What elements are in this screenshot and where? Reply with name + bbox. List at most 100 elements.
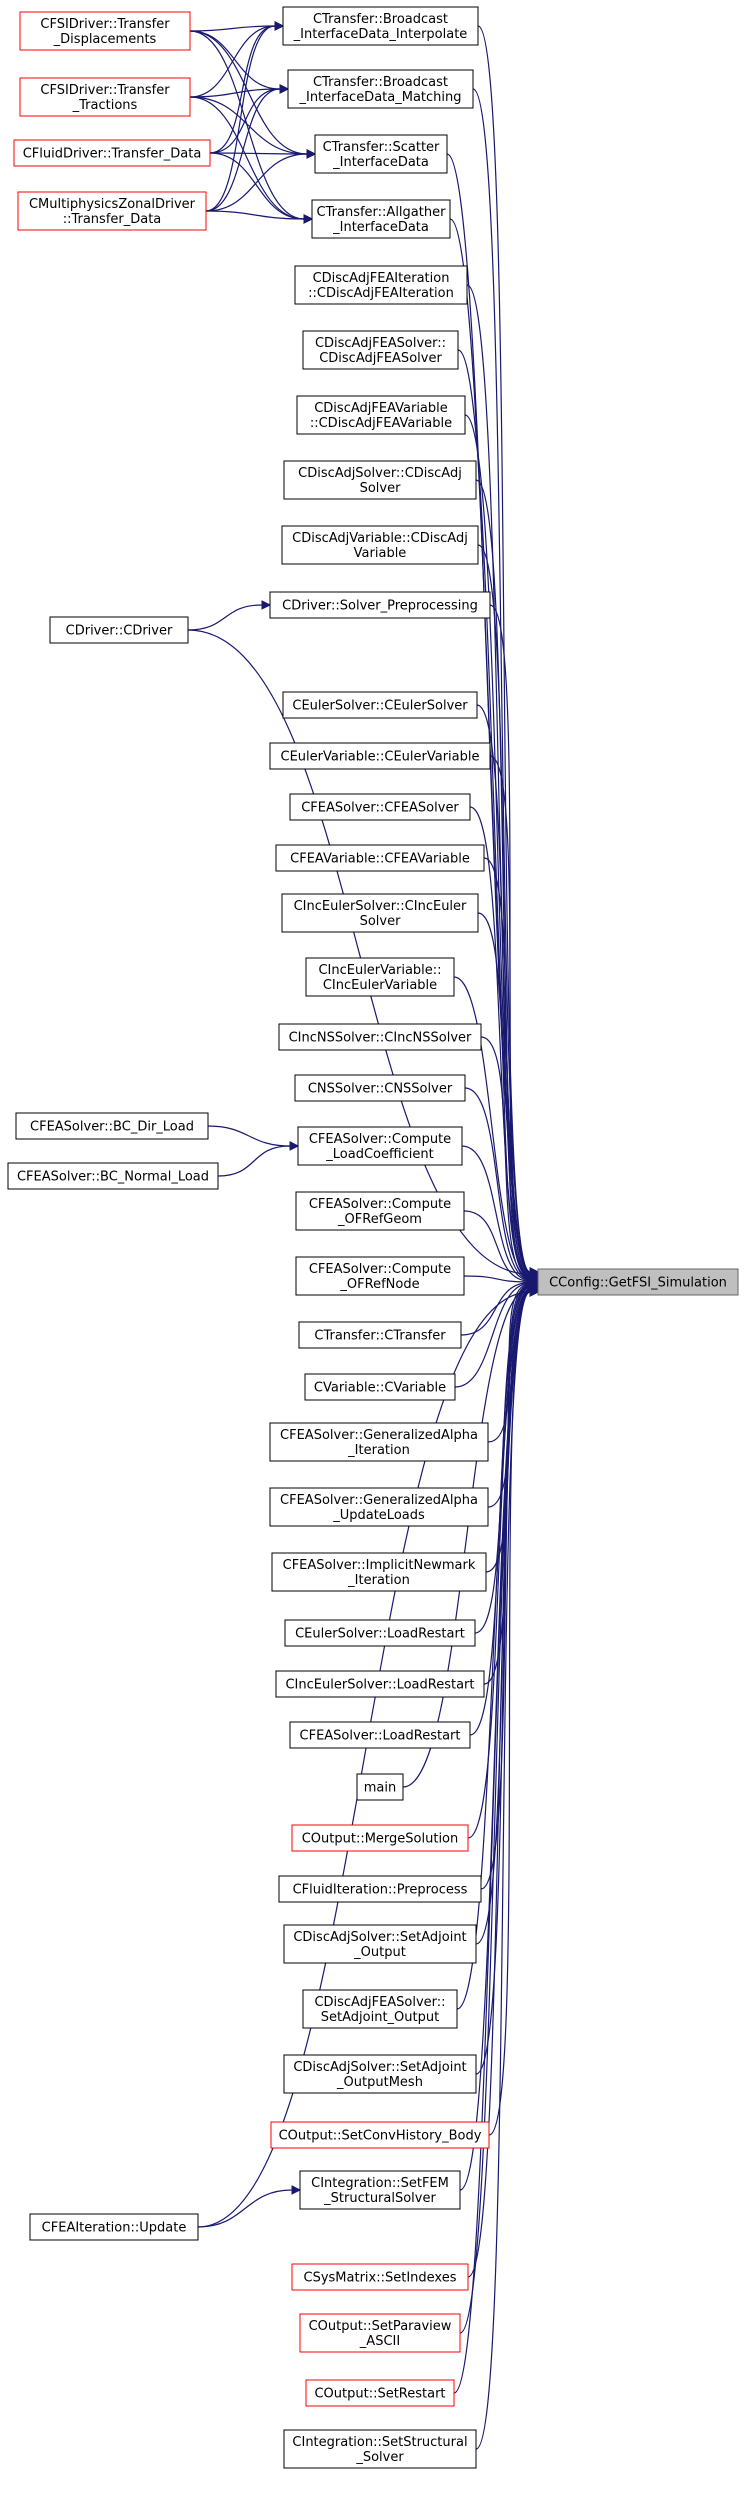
node-label: CFEASolver::Compute [309, 1197, 451, 1212]
edge-arrowhead [291, 2185, 302, 2195]
node-box [19, 77, 191, 117]
node-allgather[interactable]: CTransfer::Allgather_InterfaceData [311, 199, 451, 239]
node-box [269, 1422, 489, 1462]
node-ctransfer[interactable]: CTransfer::CTransfer [298, 1321, 462, 1349]
node-box [297, 1126, 463, 1166]
node-fsi_disp[interactable]: CFSIDriver::Transfer_Displacements [19, 11, 191, 51]
edge-line [480, 1036, 531, 1280]
target-node[interactable]: CConfig::GetFSI_Simulation [537, 1268, 739, 1296]
node-discadjfeasolver[interactable]: CDiscAdjFEASolver::CDiscAdjFEASolver [302, 330, 459, 370]
node-box [302, 1989, 458, 2029]
node-feaitupdate[interactable]: CFEAIteration::Update [29, 2213, 199, 2241]
node-label: CEulerSolver::LoadRestart [295, 1627, 465, 1642]
edge-fsi_trac-to-bcast_match [189, 84, 290, 98]
edge-line [464, 1087, 531, 1281]
node-setrestart[interactable]: COutput::SetRestart [305, 2379, 455, 2407]
node-discadjfeavar[interactable]: CDiscAdjFEAVariable::CDiscAdjFEAVariable [296, 395, 466, 435]
node-fluid_td[interactable]: CFluidDriver::Transfer_Data [13, 139, 211, 167]
node-layer: CConfig::GetFSI_Simulation CTransfer::Bro… [7, 6, 739, 2469]
node-bcdir[interactable]: CFEASolver::BC_Dir_Load [15, 1112, 209, 1140]
edge-line [189, 25, 276, 32]
node-label: CEulerSolver::CEulerSolver [292, 699, 468, 714]
edge-line [463, 1275, 531, 1283]
node-label: CFEASolver::BC_Dir_Load [30, 1120, 194, 1135]
node-feasetadj[interactable]: CDiscAdjFEASolver::SetAdjoint_Output [302, 1989, 458, 2029]
edge-line [187, 604, 263, 631]
node-inceulersolver[interactable]: CIncEulerSolver::CIncEulerSolver [281, 893, 479, 933]
edge-arrowhead [306, 149, 317, 159]
node-fluidpre[interactable]: CFluidIteration::Preprocess [278, 1875, 482, 1903]
node-label: _Solver [355, 2450, 404, 2465]
edge-bcnormal-to-loadcoef [217, 1141, 300, 1177]
node-setadjmesh[interactable]: CDiscAdjSolver::SetAdjoint_OutputMesh [283, 2054, 477, 2094]
node-setindexes[interactable]: CSysMatrix::SetIndexes [291, 2263, 469, 2291]
node-box [275, 844, 485, 872]
node-main[interactable]: main [356, 1773, 404, 1801]
node-discadjfeait[interactable]: CDiscAdjFEAIteration::CDiscAdjFEAIterati… [294, 265, 468, 305]
node-discadjsolver[interactable]: CDiscAdjSolver::CDiscAdjSolver [283, 460, 477, 500]
node-refgeom[interactable]: CFEASolver::Compute_OFRefGeom [295, 1191, 465, 1231]
node-solverpre[interactable]: CDriver::Solver_Preprocessing [269, 591, 491, 619]
node-bcast_interp[interactable]: CTransfer::Broadcast_InterfaceData_Inter… [282, 6, 479, 46]
edge-line [453, 1291, 531, 2394]
edge-arrowhead [303, 214, 314, 224]
node-box [275, 1670, 485, 1698]
node-box [17, 191, 207, 231]
node-cvariable[interactable]: CVariable::CVariable [304, 1373, 456, 1401]
node-ns[interactable]: CNSSolver::CNSSolver [294, 1074, 466, 1102]
node-loadcoef[interactable]: CFEASolver::Compute_LoadCoefficient [297, 1126, 463, 1166]
edge-line [467, 1288, 531, 1839]
node-multiphys[interactable]: CMultiphysicsZonalDriver::Transfer_Data [17, 191, 207, 231]
node-genalpha_up[interactable]: CFEASolver::GeneralizedAlpha_UpdateLoads [269, 1487, 489, 1527]
node-label: CFluidDriver::Transfer_Data [23, 147, 202, 162]
node-label: _StructuralSolver [323, 2191, 436, 2206]
edge-arrowhead [274, 21, 285, 31]
node-euler_lr[interactable]: CEulerSolver::LoadRestart [284, 1619, 476, 1647]
node-feasolver[interactable]: CFEASolver::CFEASolver [289, 793, 471, 821]
node-label: CFEAVariable::CFEAVariable [290, 852, 470, 867]
node-box [299, 2313, 461, 2353]
node-label: _InterfaceData [332, 155, 429, 170]
node-cdriver[interactable]: CDriver::CDriver [49, 616, 189, 644]
node-scatter[interactable]: CTransfer::Scatter_InterfaceData [314, 134, 448, 174]
node-genalpha_it[interactable]: CFEASolver::GeneralizedAlpha_Iteration [269, 1422, 489, 1462]
node-fsi_trac[interactable]: CFSIDriver::Transfer_Tractions [19, 77, 191, 117]
node-discadjvar[interactable]: CDiscAdjVariable::CDiscAdjVariable [281, 525, 479, 565]
node-setfem[interactable]: CIntegration::SetFEM_StructuralSolver [299, 2170, 461, 2210]
edge-fsi_disp-to-bcast_match [189, 30, 290, 94]
node-label: CTransfer::CTransfer [314, 1329, 446, 1344]
node-convhist[interactable]: COutput::SetConvHistory_Body [270, 2121, 490, 2149]
edge-line [209, 25, 276, 154]
node-refnode[interactable]: CFEASolver::Compute_OFRefNode [295, 1256, 465, 1296]
node-label: COutput::SetRestart [314, 2387, 445, 2402]
node-inceuler_lr[interactable]: CIncEulerSolver::LoadRestart [275, 1670, 485, 1698]
node-box [296, 395, 466, 435]
edge-main-to-target [402, 1283, 540, 1788]
node-box [305, 957, 455, 997]
node-incns[interactable]: CIncNSSolver::CIncNSSolver [278, 1023, 482, 1051]
node-label: CConfig::GetFSI_Simulation [549, 1276, 727, 1291]
node-label: CDiscAdjFEAVariable [314, 401, 448, 416]
edge-arrowhead [279, 84, 290, 94]
node-eulersolver[interactable]: CEulerSolver::CEulerSolver [282, 691, 478, 719]
node-paraview[interactable]: COutput::SetParaview_ASCII [299, 2313, 461, 2353]
node-inceulervar[interactable]: CIncEulerVariable::CIncEulerVariable [305, 957, 455, 997]
node-label: CDiscAdjSolver::SetAdjoint [293, 1930, 466, 1945]
node-label: CIntegration::SetStructural [292, 2435, 467, 2450]
edge-line [205, 210, 305, 220]
node-setstruct[interactable]: CIntegration::SetStructural_Solver [283, 2429, 477, 2469]
node-label: CDiscAdjFEASolver:: [314, 1995, 445, 2010]
node-feavar[interactable]: CFEAVariable::CFEAVariable [275, 844, 485, 872]
node-box [29, 2213, 199, 2241]
node-label: CTransfer::Allgather [317, 205, 447, 220]
node-fea_lr[interactable]: CFEASolver::LoadRestart [289, 1721, 471, 1749]
node-setadj[interactable]: CDiscAdjSolver::SetAdjoint_Output [283, 1924, 477, 1964]
node-label: CDiscAdjFEASolver:: [315, 336, 446, 351]
node-merge[interactable]: COutput::MergeSolution [291, 1824, 469, 1852]
node-bcnormal[interactable]: CFEASolver::BC_Normal_Load [7, 1162, 219, 1190]
node-box [289, 793, 471, 821]
node-bcast_match[interactable]: CTransfer::Broadcast_InterfaceData_Match… [287, 69, 474, 109]
node-label: _UpdateLoads [332, 1508, 425, 1523]
node-eulervar[interactable]: CEulerVariable::CEulerVariable [269, 742, 491, 770]
node-implicit[interactable]: CFEASolver::ImplicitNewmark_Iteration [271, 1552, 487, 1592]
